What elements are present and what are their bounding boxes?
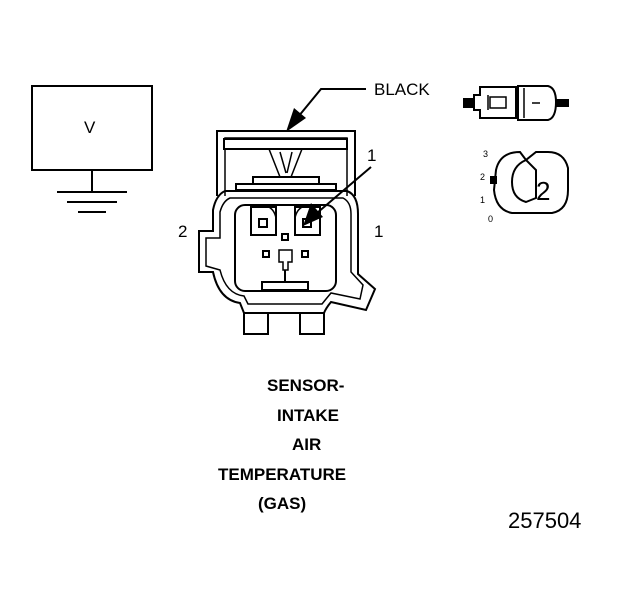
lock-bar <box>223 138 348 150</box>
side-label-right: 1 <box>374 222 383 241</box>
terminal-cavity-1 <box>294 206 321 236</box>
position-detail: 3 2 1 0 2 <box>480 149 569 224</box>
color-label: BLACK <box>374 80 430 99</box>
color-arrow-head <box>286 108 306 132</box>
caption: SENSOR- INTAKE AIR TEMPERATURE (GAS) <box>218 376 346 513</box>
position-number-1: 1 <box>480 195 485 205</box>
detail-wheel <box>492 150 569 214</box>
terminal-callout-number: 1 <box>367 146 376 165</box>
caption-line-1: SENSOR- <box>267 376 344 395</box>
connector-face <box>198 130 377 335</box>
position-number-0: 0 <box>488 214 493 224</box>
side-view-black-tip-right <box>556 99 569 107</box>
position-number-2: 2 <box>480 172 485 182</box>
color-callout: BLACK <box>286 80 430 132</box>
center-key <box>278 249 293 271</box>
connector-side-view <box>463 85 569 121</box>
side-label-left: 2 <box>178 222 187 241</box>
detail-position-marker <box>490 176 497 184</box>
caption-line-4: TEMPERATURE <box>218 465 346 484</box>
terminal-cavity-2 <box>250 206 277 236</box>
terminal-arrow-head <box>303 203 323 226</box>
caption-line-3: AIR <box>292 435 321 454</box>
voltage-ground-symbol: V <box>31 85 153 213</box>
detail-big-number: 2 <box>536 176 550 206</box>
voltage-label: V <box>84 118 96 137</box>
position-number-3: 3 <box>483 149 488 159</box>
figure-number: 257504 <box>508 508 581 533</box>
side-view-black-tip-left <box>464 99 474 107</box>
caption-line-5: (GAS) <box>258 494 306 513</box>
connector-housing <box>198 190 377 314</box>
caption-line-2: INTAKE <box>277 406 339 425</box>
